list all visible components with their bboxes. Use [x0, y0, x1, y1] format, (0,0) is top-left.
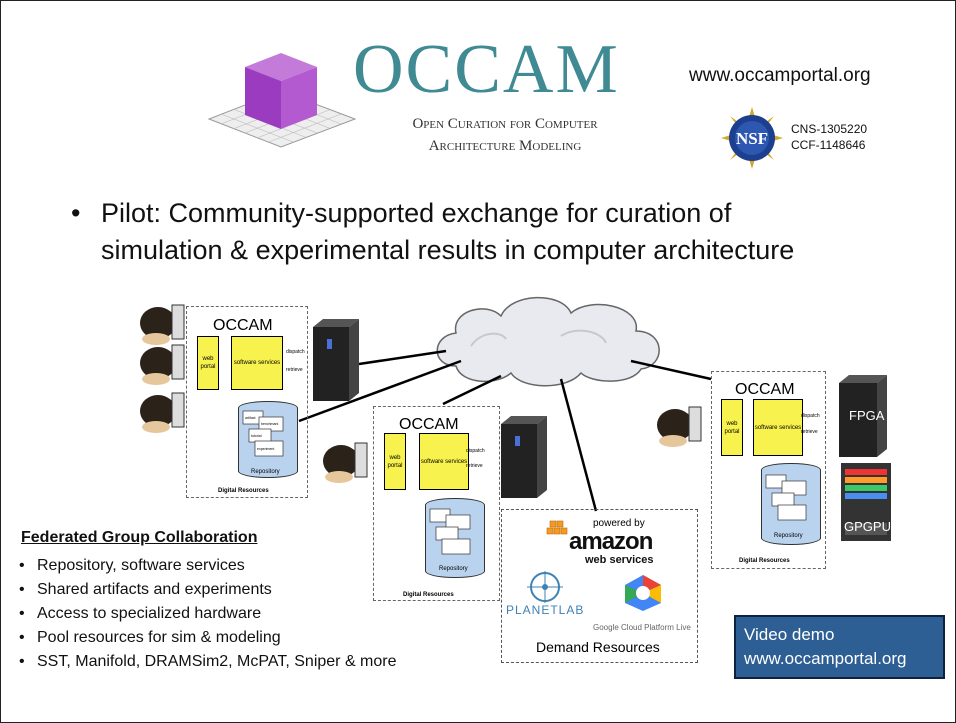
fpga-label: FPGA	[849, 408, 885, 423]
user-icon	[140, 392, 185, 433]
dispatch-label: dispatch	[466, 448, 485, 454]
tutorial-label: tutorial	[251, 434, 262, 438]
main-bullet: •Pilot: Community-supported exchange for…	[71, 198, 795, 265]
digital-resources-label: Digital Resources	[403, 592, 454, 598]
retrieve-label: retrieve	[801, 429, 818, 435]
gpgpu-label: GPGPU	[844, 519, 891, 534]
header-url[interactable]: www.occamportal.org	[689, 65, 871, 86]
grant-2: CCF-1148646	[791, 138, 866, 152]
software-services-box: software services	[753, 399, 803, 456]
main-bullet-line-2: simulation & experimental results in com…	[101, 235, 795, 265]
occam-node-2-label: OCCAM	[399, 416, 459, 433]
occam-node-1-label: OCCAM	[213, 317, 273, 334]
user-icon	[657, 406, 702, 447]
network-links	[298, 349, 712, 512]
federated-list: Repository, software services Shared art…	[19, 554, 397, 674]
video-demo-url[interactable]: www.occamportal.org	[744, 649, 907, 668]
repository-items: artifact benchmark tutorial experiment	[242, 410, 284, 457]
retrieve-label: retrieve	[286, 367, 303, 373]
video-demo-title: Video demo	[744, 625, 835, 644]
federated-heading: Federated Group Collaboration	[21, 529, 258, 546]
user-icon	[140, 304, 185, 345]
grant-numbers: CNS-1305220 CCF-1148646	[791, 121, 867, 153]
list-item: SST, Manifold, DRAMSim2, McPAT, Sniper &…	[19, 650, 397, 674]
aws-name: amazon	[569, 528, 653, 555]
subtitle-line-1: Open Curation for Computer	[412, 116, 598, 132]
planetlab-icon	[527, 571, 563, 603]
user-icon	[140, 344, 185, 385]
dispatch-label: dispatch	[801, 413, 820, 419]
nsf-seal-icon: NSF	[721, 107, 783, 169]
occam-node-3-label: OCCAM	[735, 381, 795, 398]
google-cloud-icon	[625, 575, 661, 611]
nsf-seal-text: NSF	[736, 129, 768, 148]
occam-node-2	[373, 406, 500, 601]
occam-node-3	[711, 371, 826, 569]
grant-1: CNS-1305220	[791, 122, 868, 136]
experiment-label: experiment	[257, 447, 274, 451]
aws-sub: web services	[585, 554, 654, 566]
benchmark-label: benchmark	[261, 422, 279, 426]
repository-items	[429, 508, 471, 555]
repository-label: Repository	[251, 469, 280, 475]
digital-resources-label: Digital Resources	[739, 558, 790, 564]
server-icon	[501, 416, 547, 498]
repository-label: Repository	[439, 566, 468, 572]
retrieve-label: retrieve	[466, 463, 483, 469]
software-services-box: software services	[231, 336, 283, 390]
list-item: Access to specialized hardware	[19, 602, 397, 626]
planetlab-label: PLANETLAB	[506, 603, 585, 617]
web-portal-box: web portal	[721, 399, 743, 456]
gpgpu-server-icon	[841, 463, 891, 541]
list-item: Shared artifacts and experiments	[19, 578, 397, 602]
user-icon	[323, 442, 368, 483]
purple-cube-icon	[207, 53, 357, 148]
cloud-icon	[436, 296, 660, 387]
page-subtitle: Open Curation for Computer Architecture …	[361, 113, 649, 157]
repository-items	[765, 474, 807, 521]
repository-label: Repository	[774, 533, 803, 539]
software-services-box: software services	[419, 433, 469, 490]
web-portal-box: web portal	[197, 336, 219, 390]
list-item: Repository, software services	[19, 554, 397, 578]
demand-resources-label: Demand Resources	[536, 639, 660, 655]
page-title: OCCAM	[353, 31, 620, 108]
google-label: Google Cloud Platform Live	[593, 623, 691, 632]
server-icon	[313, 319, 359, 401]
main-bullet-line-1: Pilot: Community-supported exchange for …	[101, 198, 732, 228]
occam-node-1	[186, 306, 308, 498]
demand-resources-box	[501, 509, 698, 663]
video-demo-box[interactable]: Video demo www.occamportal.org	[734, 615, 945, 679]
aws-powered-label: powered by	[593, 518, 645, 529]
list-item: Pool resources for sim & modeling	[19, 626, 397, 650]
dispatch-label: dispatch	[286, 349, 305, 355]
fpga-server-icon	[839, 375, 887, 457]
artifact-label: artifact	[245, 416, 256, 420]
web-portal-box: web portal	[384, 433, 406, 490]
subtitle-line-2: Architecture Modeling	[428, 138, 582, 154]
aws-cubes-icon	[546, 520, 568, 535]
digital-resources-label: Digital Resources	[218, 488, 269, 494]
